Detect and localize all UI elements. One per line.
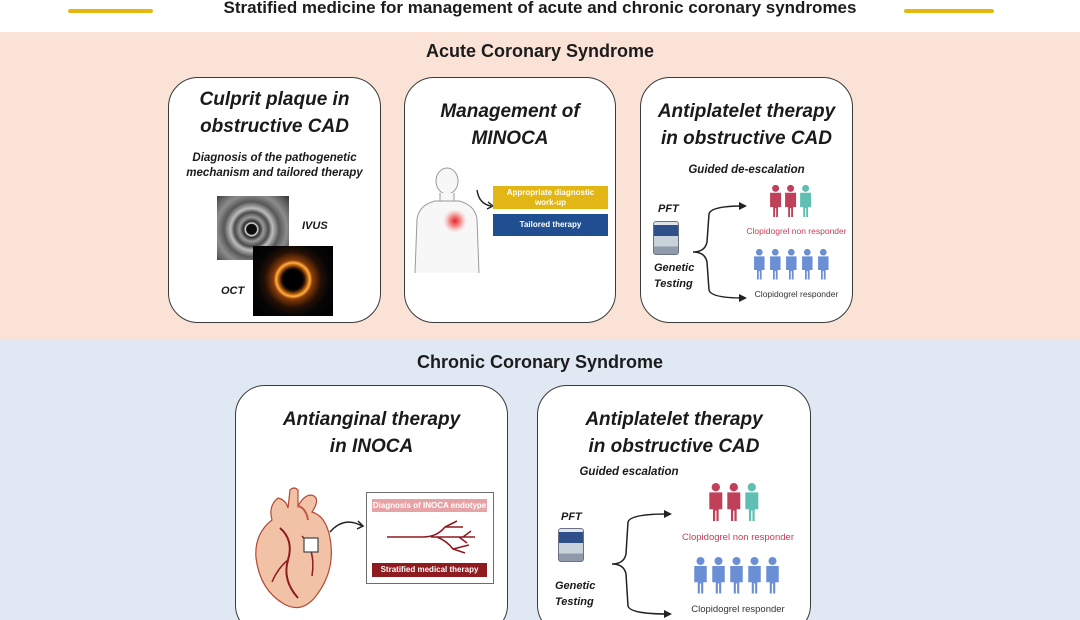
inoca-endotype-panel: Diagnosis of INOCA endotype Stratified m… bbox=[366, 492, 494, 584]
ccs-section: Chronic Coronary Syndrome Antianginal th… bbox=[0, 340, 1080, 620]
ccs-non-responder-people-icon bbox=[709, 483, 759, 521]
branch-connector bbox=[611, 513, 669, 615]
stratified-therapy-label: Stratified medical therapy bbox=[380, 565, 479, 574]
diagnostic-workup-line1: Appropriate diagnostic bbox=[506, 187, 595, 197]
ccs-non-responder-label: Clopidogrel non responder bbox=[682, 532, 794, 543]
acs-pft-device-icon bbox=[653, 221, 679, 255]
acs-section: Acute Coronary Syndrome Culprit plaque i… bbox=[0, 32, 1080, 340]
person-icon bbox=[748, 557, 761, 594]
heart-icon bbox=[255, 487, 332, 609]
person-icon bbox=[802, 248, 813, 280]
ccs-antiplatelet-title-line1: Antiplatelet therapy bbox=[585, 409, 763, 430]
person-icon bbox=[800, 184, 812, 217]
person-icon bbox=[770, 248, 781, 280]
acs-branch-arrows-icon bbox=[692, 202, 747, 302]
ccs-pft-label: PFT bbox=[561, 511, 582, 523]
ccs-responder-people-icon bbox=[694, 557, 779, 594]
diagnostic-workup-box: Appropriate diagnostic work-up bbox=[493, 186, 608, 209]
arrowhead bbox=[664, 610, 672, 618]
arrowhead bbox=[664, 510, 672, 518]
arrowhead bbox=[739, 294, 747, 302]
acs-pft-label: PFT bbox=[658, 203, 679, 215]
inoca-diagnosis-box: Diagnosis of INOCA endotype bbox=[372, 499, 487, 512]
person-icon bbox=[727, 483, 741, 521]
acs-antiplatelet-card: Antiplatelet therapy in obstructive CAD … bbox=[640, 77, 853, 323]
acs-antiplatelet-title-line1: Antiplatelet therapy bbox=[657, 101, 836, 122]
person-icon bbox=[730, 557, 743, 594]
person-icon bbox=[770, 184, 782, 217]
page-title: Stratified medicine for management of ac… bbox=[223, 0, 857, 17]
oct-label: OCT bbox=[221, 285, 245, 297]
tailored-therapy-label: Tailored therapy bbox=[519, 220, 582, 229]
minoca-title-line2: MINOCA bbox=[471, 128, 549, 149]
minoca-title-line1: Management of bbox=[440, 101, 580, 122]
person-icon bbox=[709, 483, 723, 521]
microvasculature-icon bbox=[387, 520, 475, 554]
escalation-subtitle: Guided escalation bbox=[579, 466, 679, 478]
ccs-antiplatelet-title-line2: in obstructive CAD bbox=[588, 436, 760, 457]
acs-responder-label: Clopidogrel responder bbox=[754, 289, 839, 299]
minoca-card: Management of MINOCA Appropriate diagnos… bbox=[404, 77, 616, 323]
inoca-diagnosis-label: Diagnosis of INOCA endotype bbox=[372, 500, 487, 510]
inoca-title-line1: Antianginal therapy bbox=[282, 409, 461, 430]
ccs-genetic-line1: Genetic bbox=[555, 580, 596, 592]
acs-non-responder-label: Clopidogrel non responder bbox=[746, 226, 847, 236]
ccs-heading: Chronic Coronary Syndrome bbox=[416, 352, 664, 372]
ccs-pft-device-icon bbox=[558, 528, 584, 562]
acs-genetic-line1: Genetic bbox=[654, 262, 695, 274]
ivus-label: IVUS bbox=[302, 220, 328, 232]
person-icon bbox=[694, 557, 707, 594]
oct-image bbox=[253, 246, 333, 316]
arrowhead bbox=[739, 202, 747, 210]
title-bar: Stratified medicine for management of ac… bbox=[0, 0, 1080, 32]
title-accent-line-left bbox=[68, 9, 153, 13]
person-icon bbox=[745, 483, 759, 521]
ccs-genetic-line2: Testing bbox=[555, 596, 594, 608]
acs-heading: Acute Coronary Syndrome bbox=[425, 41, 655, 61]
branch-connector bbox=[692, 205, 744, 299]
tailored-therapy-box: Tailored therapy bbox=[493, 214, 608, 236]
culprit-subtitle-line2: mechanism and tailored therapy bbox=[186, 167, 363, 179]
person-icon bbox=[754, 248, 765, 280]
person-icon bbox=[785, 184, 797, 217]
inoca-card: Antianginal therapy in INOCA Diagnosis o… bbox=[235, 385, 508, 620]
acs-non-responder-people-icon bbox=[770, 184, 812, 217]
ccs-branch-arrows-icon bbox=[611, 510, 672, 618]
culprit-plaque-card: Culprit plaque in obstructive CAD Diagno… bbox=[168, 77, 381, 323]
de-escalation-subtitle: Guided de-escalation bbox=[688, 164, 805, 176]
acs-antiplatelet-title-line2: in obstructive CAD bbox=[660, 128, 833, 149]
diagnostic-workup-line2: work-up bbox=[534, 197, 567, 207]
inoca-arrow-icon bbox=[329, 520, 365, 533]
person-icon bbox=[786, 248, 797, 280]
stratified-therapy-box: Stratified medical therapy bbox=[372, 563, 487, 577]
acs-genetic-line2: Testing bbox=[654, 278, 693, 290]
acs-responder-people-icon bbox=[754, 248, 829, 280]
culprit-subtitle-line1: Diagnosis of the pathogenetic bbox=[192, 152, 357, 164]
patient-torso-icon bbox=[414, 167, 480, 273]
person-icon bbox=[766, 557, 779, 594]
ccs-responder-label: Clopidogrel responder bbox=[691, 604, 785, 615]
person-icon bbox=[712, 557, 725, 594]
person-icon bbox=[818, 248, 829, 280]
culprit-title-line2: obstructive CAD bbox=[200, 116, 349, 137]
title-accent-line-right bbox=[904, 9, 994, 13]
inoca-title-line2: in INOCA bbox=[329, 436, 414, 457]
ccs-antiplatelet-card: Antiplatelet therapy in obstructive CAD … bbox=[537, 385, 811, 620]
culprit-title-line1: Culprit plaque in bbox=[199, 89, 350, 110]
